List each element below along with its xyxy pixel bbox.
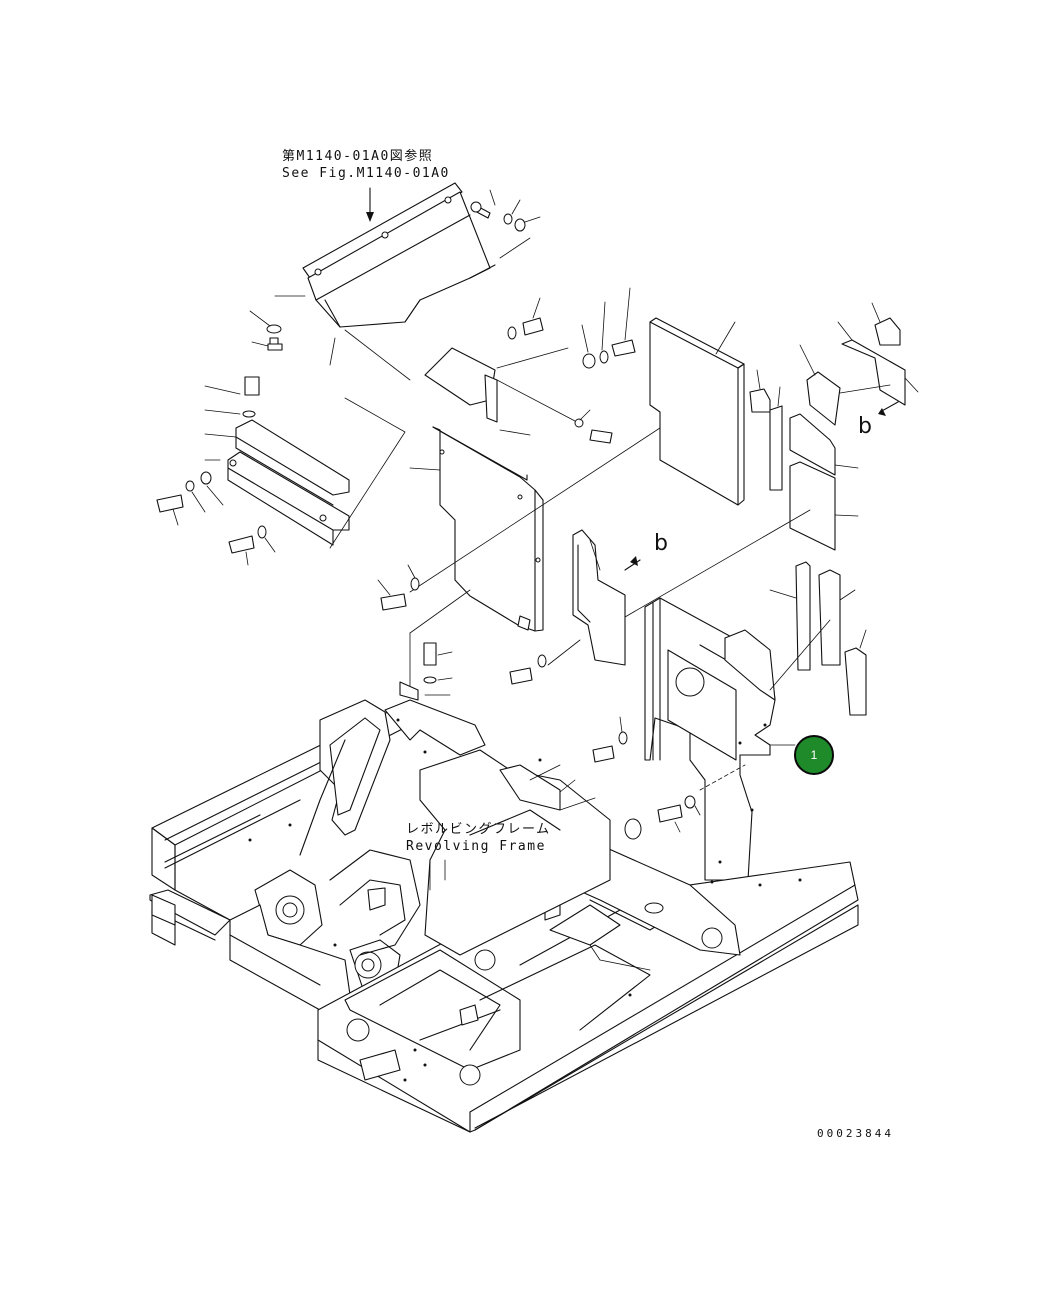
- frame-step: [151, 894, 176, 926]
- bolt-set-lower-left: [377, 564, 453, 701]
- frame-label-leaders: [429, 859, 446, 891]
- center-bracket: [344, 329, 576, 436]
- view-marker-b-upper: b: [858, 414, 872, 439]
- frame-label-jp: レボルビングフレーム: [406, 822, 551, 837]
- narrow-strips: [769, 561, 867, 716]
- bolt-set-right: [592, 716, 701, 833]
- callout-1[interactable]: 1: [794, 735, 834, 775]
- reference-note-jp: 第M1140-01A0図参照: [282, 149, 434, 164]
- top-cover-assembly: [274, 182, 531, 366]
- bolt-set-left-upper: [249, 310, 283, 351]
- view-marker-b-lower: b: [654, 531, 668, 556]
- left-rail-brackets: [156, 376, 406, 566]
- revolving-frame: [149, 699, 859, 1133]
- drawing-number: 00023844: [817, 1127, 894, 1140]
- bolt-set-center: [507, 287, 636, 444]
- seal-blocks: [749, 344, 859, 551]
- frame-label-en: Revolving Frame: [406, 839, 546, 854]
- bolt-set-top: [470, 189, 541, 232]
- main-bracket-assembly: [644, 597, 831, 881]
- bracket-b: [837, 302, 919, 416]
- reference-note-en: See Fig.M1140-01A0: [282, 166, 450, 181]
- inner-panel: [409, 404, 696, 691]
- callout-1-number: 1: [810, 748, 818, 762]
- insulation-panel-large: [649, 317, 745, 506]
- center-plate: [509, 509, 811, 685]
